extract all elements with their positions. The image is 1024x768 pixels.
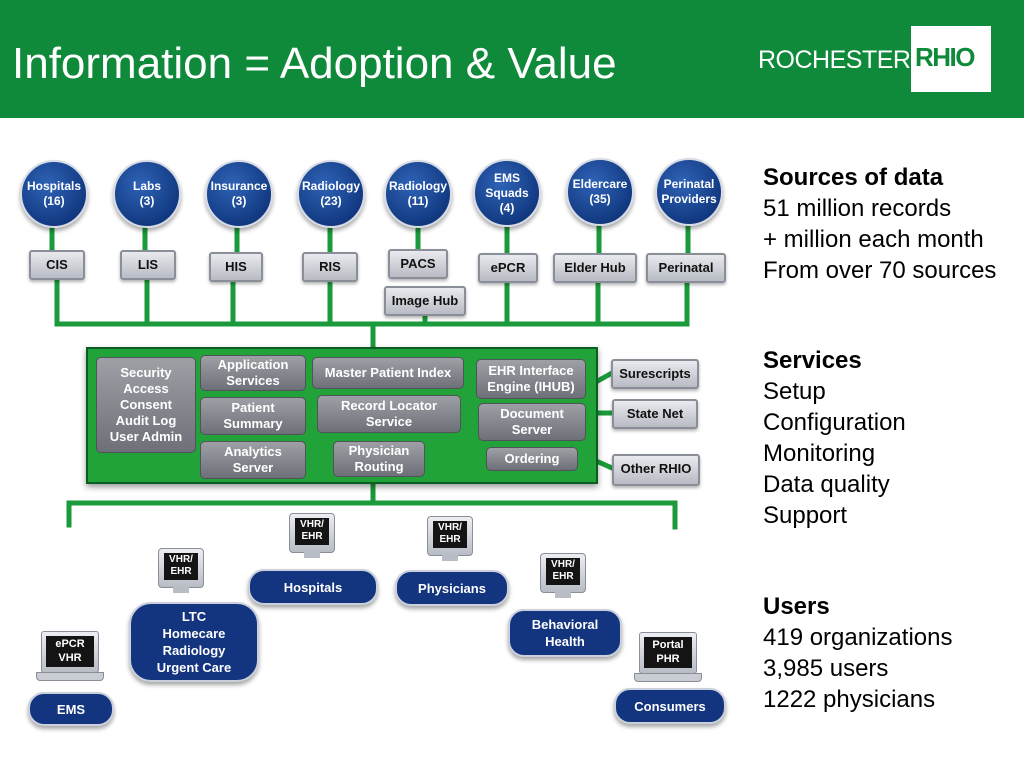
ordering-box: Ordering: [486, 447, 578, 471]
behavioral-device-icon: VHR/ EHR: [540, 553, 586, 598]
document-server-box: Document Server: [478, 403, 586, 441]
source-eldercare: Eldercare (35): [566, 158, 634, 226]
system-his: HIS: [209, 252, 263, 282]
page-title: Information = Adoption & Value: [12, 39, 617, 88]
header-bar: Information = Adoption & Value ROCHESTER…: [0, 0, 1024, 118]
system-image-hub: Image Hub: [384, 286, 466, 316]
source-perinatal-providers: Perinatal Providers: [655, 158, 723, 226]
services-line: Data quality: [763, 471, 890, 498]
services-line: Support: [763, 502, 848, 529]
ltc-device-icon: VHR/ EHR: [158, 548, 204, 593]
ltc-device-label: VHR/ EHR: [164, 553, 198, 580]
logo-word: ROCHESTER: [758, 46, 911, 74]
external-state-net: State Net: [612, 399, 698, 429]
system-elder-hub: Elder Hub: [553, 253, 637, 283]
system-epcr: ePCR: [478, 253, 538, 283]
consumer-behavioral-health: Behavioral Health: [508, 609, 622, 657]
users-section: Users 419 organizations 3,985 users 1222…: [763, 591, 952, 715]
services-line: Setup: [763, 378, 826, 405]
users-line: 419 organizations: [763, 624, 953, 651]
consumer-physicians: Physicians: [395, 570, 509, 606]
behavioral-device-label: VHR/ EHR: [546, 558, 580, 585]
external-surescripts: Surescripts: [611, 359, 699, 389]
physicians-device-icon: VHR/ EHR: [427, 516, 473, 561]
sources-of-data-section: Sources of data 51 million records + mil…: [763, 162, 996, 286]
sources-line: 51 million records: [763, 195, 952, 222]
users-line: 1222 physicians: [763, 686, 936, 713]
consumer-consumers: Consumers: [614, 688, 726, 724]
consumer-hospitals: Hospitals: [248, 569, 378, 605]
consumer-ltc-homecare: LTC Homecare Radiology Urgent Care: [129, 602, 259, 682]
source-radiology-23: Radiology (23): [297, 160, 365, 228]
services-line: Monitoring: [763, 440, 876, 467]
consumers-device-icon: Portal PHR: [634, 632, 702, 682]
sources-line: From over 70 sources: [763, 257, 997, 284]
analytics-server-box: Analytics Server: [200, 441, 306, 479]
system-lis: LIS: [120, 250, 176, 280]
external-other-rhio: Other RHIO: [612, 454, 700, 486]
source-insurance: Insurance (3): [205, 160, 273, 228]
system-perinatal: Perinatal: [646, 253, 726, 283]
services-line: Configuration: [763, 409, 906, 436]
consumer-ems: EMS: [28, 692, 114, 726]
system-cis: CIS: [29, 250, 85, 280]
services-section: Services Setup Configuration Monitoring …: [763, 345, 906, 531]
services-heading: Services: [763, 347, 862, 374]
system-pacs: PACS: [388, 249, 448, 279]
source-labs: Labs (3): [113, 160, 181, 228]
users-line: 3,985 users: [763, 655, 889, 682]
sources-line: + million each month: [763, 226, 984, 253]
logo-box-text: RHIO: [915, 42, 976, 72]
physician-routing-box: Physician Routing: [333, 441, 425, 477]
source-ems-squads: EMS Squads (4): [473, 159, 541, 227]
application-services-box: Application Services: [200, 355, 306, 391]
ehr-interface-engine-box: EHR Interface Engine (IHUB): [476, 359, 586, 399]
users-heading: Users: [763, 593, 830, 620]
system-ris: RIS: [302, 252, 358, 282]
hospitals-device-label: VHR/ EHR: [295, 518, 329, 545]
source-radiology-11: Radiology (11): [384, 160, 452, 228]
security-box: Security Access Consent Audit Log User A…: [96, 357, 196, 453]
ems-device-label: ePCR VHR: [46, 636, 94, 667]
rhio-core-platform: Security Access Consent Audit Log User A…: [86, 347, 598, 484]
physicians-device-label: VHR/ EHR: [433, 521, 467, 548]
logo-box: RHIO: [911, 26, 991, 92]
master-patient-index-box: Master Patient Index: [312, 357, 464, 389]
sources-heading: Sources of data: [763, 164, 944, 191]
patient-summary-box: Patient Summary: [200, 397, 306, 435]
hospitals-device-icon: VHR/ EHR: [289, 513, 335, 558]
ems-device-icon: ePCR VHR: [36, 631, 104, 681]
consumers-device-label: Portal PHR: [644, 637, 692, 668]
record-locator-service-box: Record Locator Service: [317, 395, 461, 433]
source-hospitals: Hospitals (16): [20, 160, 88, 228]
